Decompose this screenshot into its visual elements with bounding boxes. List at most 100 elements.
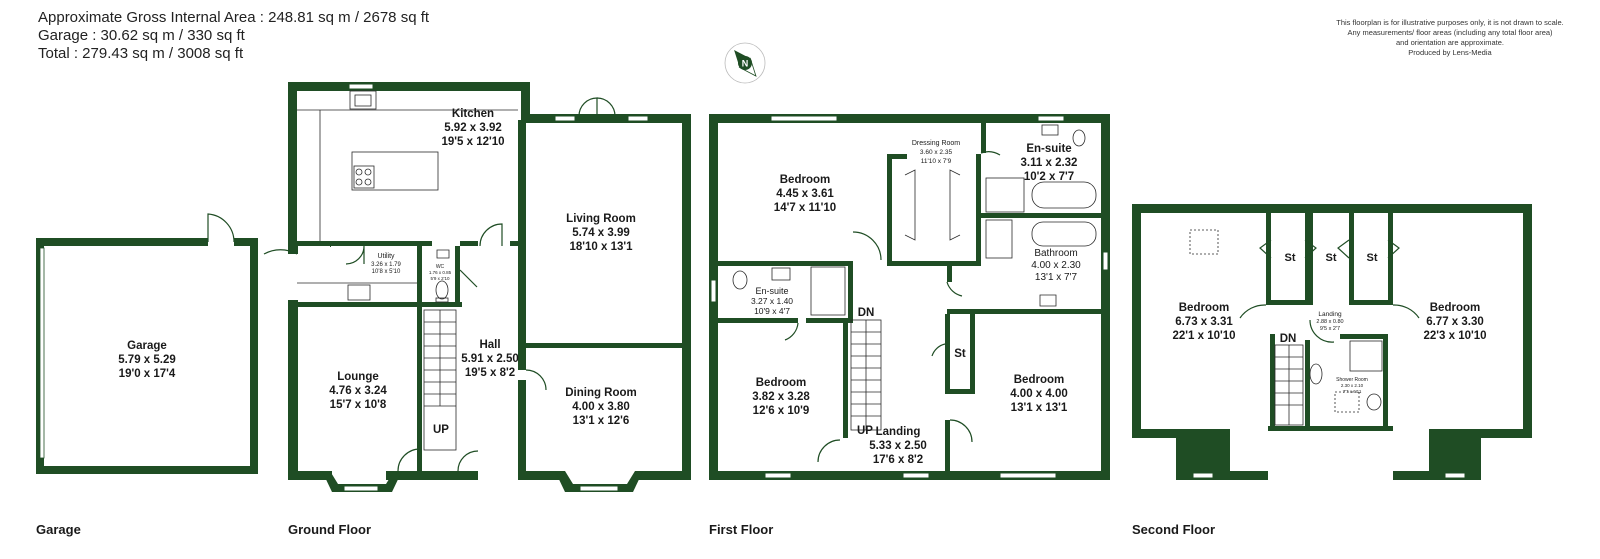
disclaimer: This floorplan is for illustrative purpo… [1336, 18, 1564, 57]
svg-text:Utility: Utility [377, 253, 395, 260]
svg-text:17'6 x 8'2: 17'6 x 8'2 [873, 454, 923, 466]
svg-text:En-suite: En-suite [1026, 143, 1071, 155]
room-label-dressing-room: Dressing Room 3.60 x 2.35 11'10 x 7'9 [912, 140, 960, 165]
svg-text:7'7 x 6'11: 7'7 x 6'11 [1343, 389, 1362, 394]
svg-text:22'1 x 10'10: 22'1 x 10'10 [1172, 330, 1235, 342]
svg-text:6.77 x 3.30: 6.77 x 3.30 [1426, 316, 1484, 328]
svg-text:3.26 x 1.79: 3.26 x 1.79 [371, 262, 401, 268]
svg-text:Landing: Landing [876, 426, 921, 438]
svg-text:Bathroom: Bathroom [1034, 248, 1077, 259]
svg-text:N: N [742, 59, 749, 69]
room-label-bedroom-second: Bedroom 3.82 x 3.28 12'6 x 10'9 [752, 377, 810, 417]
total-area-text: Total : 279.43 sq m / 3008 sq ft [38, 45, 244, 62]
room-label-lounge: Lounge 4.76 x 3.24 15'7 x 10'8 [329, 371, 387, 411]
store-label-second-3: St [1367, 252, 1378, 264]
stairs-down-label-second: DN [1280, 333, 1297, 345]
svg-text:5'9 x 2'10: 5'9 x 2'10 [431, 276, 450, 281]
room-label-bedroom-third: Bedroom 4.00 x 4.00 13'1 x 13'1 [1010, 374, 1068, 414]
svg-text:12'6 x 10'9: 12'6 x 10'9 [753, 405, 810, 417]
svg-text:Lounge: Lounge [337, 371, 379, 383]
svg-text:Landing: Landing [1318, 311, 1342, 318]
svg-text:Hall: Hall [479, 339, 500, 351]
svg-text:Bedroom: Bedroom [780, 174, 830, 186]
svg-text:Bedroom: Bedroom [1179, 302, 1229, 314]
svg-text:2.30 x 2.10: 2.30 x 2.10 [1341, 383, 1364, 388]
svg-text:5.74 x 3.99: 5.74 x 3.99 [572, 227, 630, 239]
room-label-bedroom-sf-left: Bedroom 6.73 x 3.31 22'1 x 10'10 [1172, 302, 1235, 342]
svg-text:5.33 x 2.50: 5.33 x 2.50 [869, 440, 927, 452]
garage-plan [36, 213, 258, 474]
floor-label-second: Second Floor [1132, 522, 1216, 537]
svg-text:19'5 x 8'2: 19'5 x 8'2 [465, 367, 515, 379]
svg-text:Living Room: Living Room [566, 213, 636, 225]
svg-text:22'3 x 10'10: 22'3 x 10'10 [1423, 330, 1486, 342]
svg-text:3.60 x 2.35: 3.60 x 2.35 [920, 149, 953, 156]
room-label-living-room: Living Room 5.74 x 3.99 18'10 x 13'1 [566, 213, 636, 253]
svg-text:4.45 x 3.61: 4.45 x 3.61 [776, 188, 834, 200]
svg-text:13'1 x 13'1: 13'1 x 13'1 [1011, 402, 1068, 414]
room-label-landing-first: Landing 5.33 x 2.50 17'6 x 8'2 [869, 426, 927, 466]
svg-text:9'5 x 2'7: 9'5 x 2'7 [1320, 326, 1340, 332]
svg-text:13'1 x 12'6: 13'1 x 12'6 [573, 415, 630, 427]
svg-text:Bedroom: Bedroom [1430, 302, 1480, 314]
room-label-bathroom: Bathroom 4.00 x 2.30 13'1 x 7'7 [1031, 248, 1081, 283]
svg-text:Bedroom: Bedroom [756, 377, 806, 389]
svg-text:10'9 x 4'7: 10'9 x 4'7 [754, 306, 790, 316]
svg-text:5.92 x 3.92: 5.92 x 3.92 [444, 122, 502, 134]
svg-text:WC: WC [436, 264, 445, 270]
gross-area-text: Approximate Gross Internal Area : 248.81… [38, 9, 430, 26]
svg-text:Garage: Garage [127, 340, 167, 352]
first-floor-plan [709, 114, 1110, 480]
svg-text:4.00 x 3.80: 4.00 x 3.80 [572, 401, 630, 413]
svg-text:3.82 x 3.28: 3.82 x 3.28 [752, 391, 810, 403]
svg-text:Kitchen: Kitchen [452, 108, 494, 120]
ground-floor-plan [263, 82, 691, 492]
room-label-hall: Hall 5.91 x 2.50 19'5 x 8'2 [461, 339, 519, 379]
second-floor-plan [1132, 204, 1532, 480]
room-label-dining-room: Dining Room 4.00 x 3.80 13'1 x 12'6 [565, 387, 637, 427]
svg-text:Bedroom: Bedroom [1014, 374, 1064, 386]
svg-text:14'7 x 11'10: 14'7 x 11'10 [774, 202, 836, 214]
room-label-landing-second: Landing 2.88 x 0.80 9'5 x 2'7 [1316, 311, 1343, 332]
floor-label-first: First Floor [709, 522, 774, 537]
svg-text:2.88 x 0.80: 2.88 x 0.80 [1316, 319, 1343, 325]
room-label-wc: WC 1.76 x 0.85 5'9 x 2'10 [429, 264, 452, 281]
svg-text:En-suite: En-suite [755, 286, 788, 296]
svg-text:19'0 x 17'4: 19'0 x 17'4 [119, 368, 176, 380]
floor-label-garage: Garage [36, 522, 81, 537]
room-label-shower-room: Shower Room 2.30 x 2.10 7'7 x 6'11 [1336, 377, 1368, 394]
stairs-up-label-first: UP [857, 425, 873, 437]
svg-text:11'10 x 7'9: 11'10 x 7'9 [921, 158, 952, 165]
svg-text:4.00 x 2.30: 4.00 x 2.30 [1031, 260, 1081, 271]
svg-text:Dressing Room: Dressing Room [912, 140, 960, 147]
room-label-ensuite-second: En-suite 3.27 x 1.40 10'9 x 4'7 [751, 286, 793, 316]
room-label-kitchen: Kitchen 5.92 x 3.92 19'5 x 12'10 [441, 108, 504, 148]
svg-text:4.00 x 4.00: 4.00 x 4.00 [1010, 388, 1068, 400]
svg-text:Dining Room: Dining Room [565, 387, 637, 399]
store-label-second-1: St [1285, 252, 1296, 264]
store-label-second-2: St [1326, 252, 1337, 264]
svg-text:1.76 x 0.85: 1.76 x 0.85 [429, 270, 452, 275]
svg-text:18'10 x 13'1: 18'10 x 13'1 [569, 241, 633, 253]
svg-text:4.76 x 3.24: 4.76 x 3.24 [329, 385, 387, 397]
store-label-first: St [954, 348, 966, 360]
room-label-bedroom-main: Bedroom 4.45 x 3.61 14'7 x 11'10 [774, 174, 836, 214]
compass-icon: N [724, 42, 766, 84]
svg-text:19'5 x 12'10: 19'5 x 12'10 [441, 136, 504, 148]
floor-label-ground: Ground Floor [288, 522, 372, 537]
room-label-utility: Utility 3.26 x 1.79 10'8 x 5'10 [371, 253, 401, 275]
room-label-bedroom-sf-right: Bedroom 6.77 x 3.30 22'3 x 10'10 [1423, 302, 1486, 342]
svg-text:5.91 x 2.50: 5.91 x 2.50 [461, 353, 519, 365]
svg-text:3.27 x 1.40: 3.27 x 1.40 [751, 296, 793, 306]
svg-text:3.11 x 2.32: 3.11 x 2.32 [1021, 157, 1078, 169]
svg-text:10'8 x 5'10: 10'8 x 5'10 [372, 269, 401, 275]
svg-text:13'1 x 7'7: 13'1 x 7'7 [1035, 272, 1078, 283]
svg-text:Shower Room: Shower Room [1336, 377, 1368, 383]
room-label-ensuite-main: En-suite 3.11 x 2.32 10'2 x 7'7 [1021, 143, 1078, 183]
svg-text:6.73 x 3.31: 6.73 x 3.31 [1175, 316, 1233, 328]
svg-text:15'7 x 10'8: 15'7 x 10'8 [330, 399, 387, 411]
stairs-down-label-first: DN [858, 307, 875, 319]
svg-text:5.79 x 5.29: 5.79 x 5.29 [118, 354, 176, 366]
svg-text:10'2 x 7'7: 10'2 x 7'7 [1024, 171, 1074, 183]
